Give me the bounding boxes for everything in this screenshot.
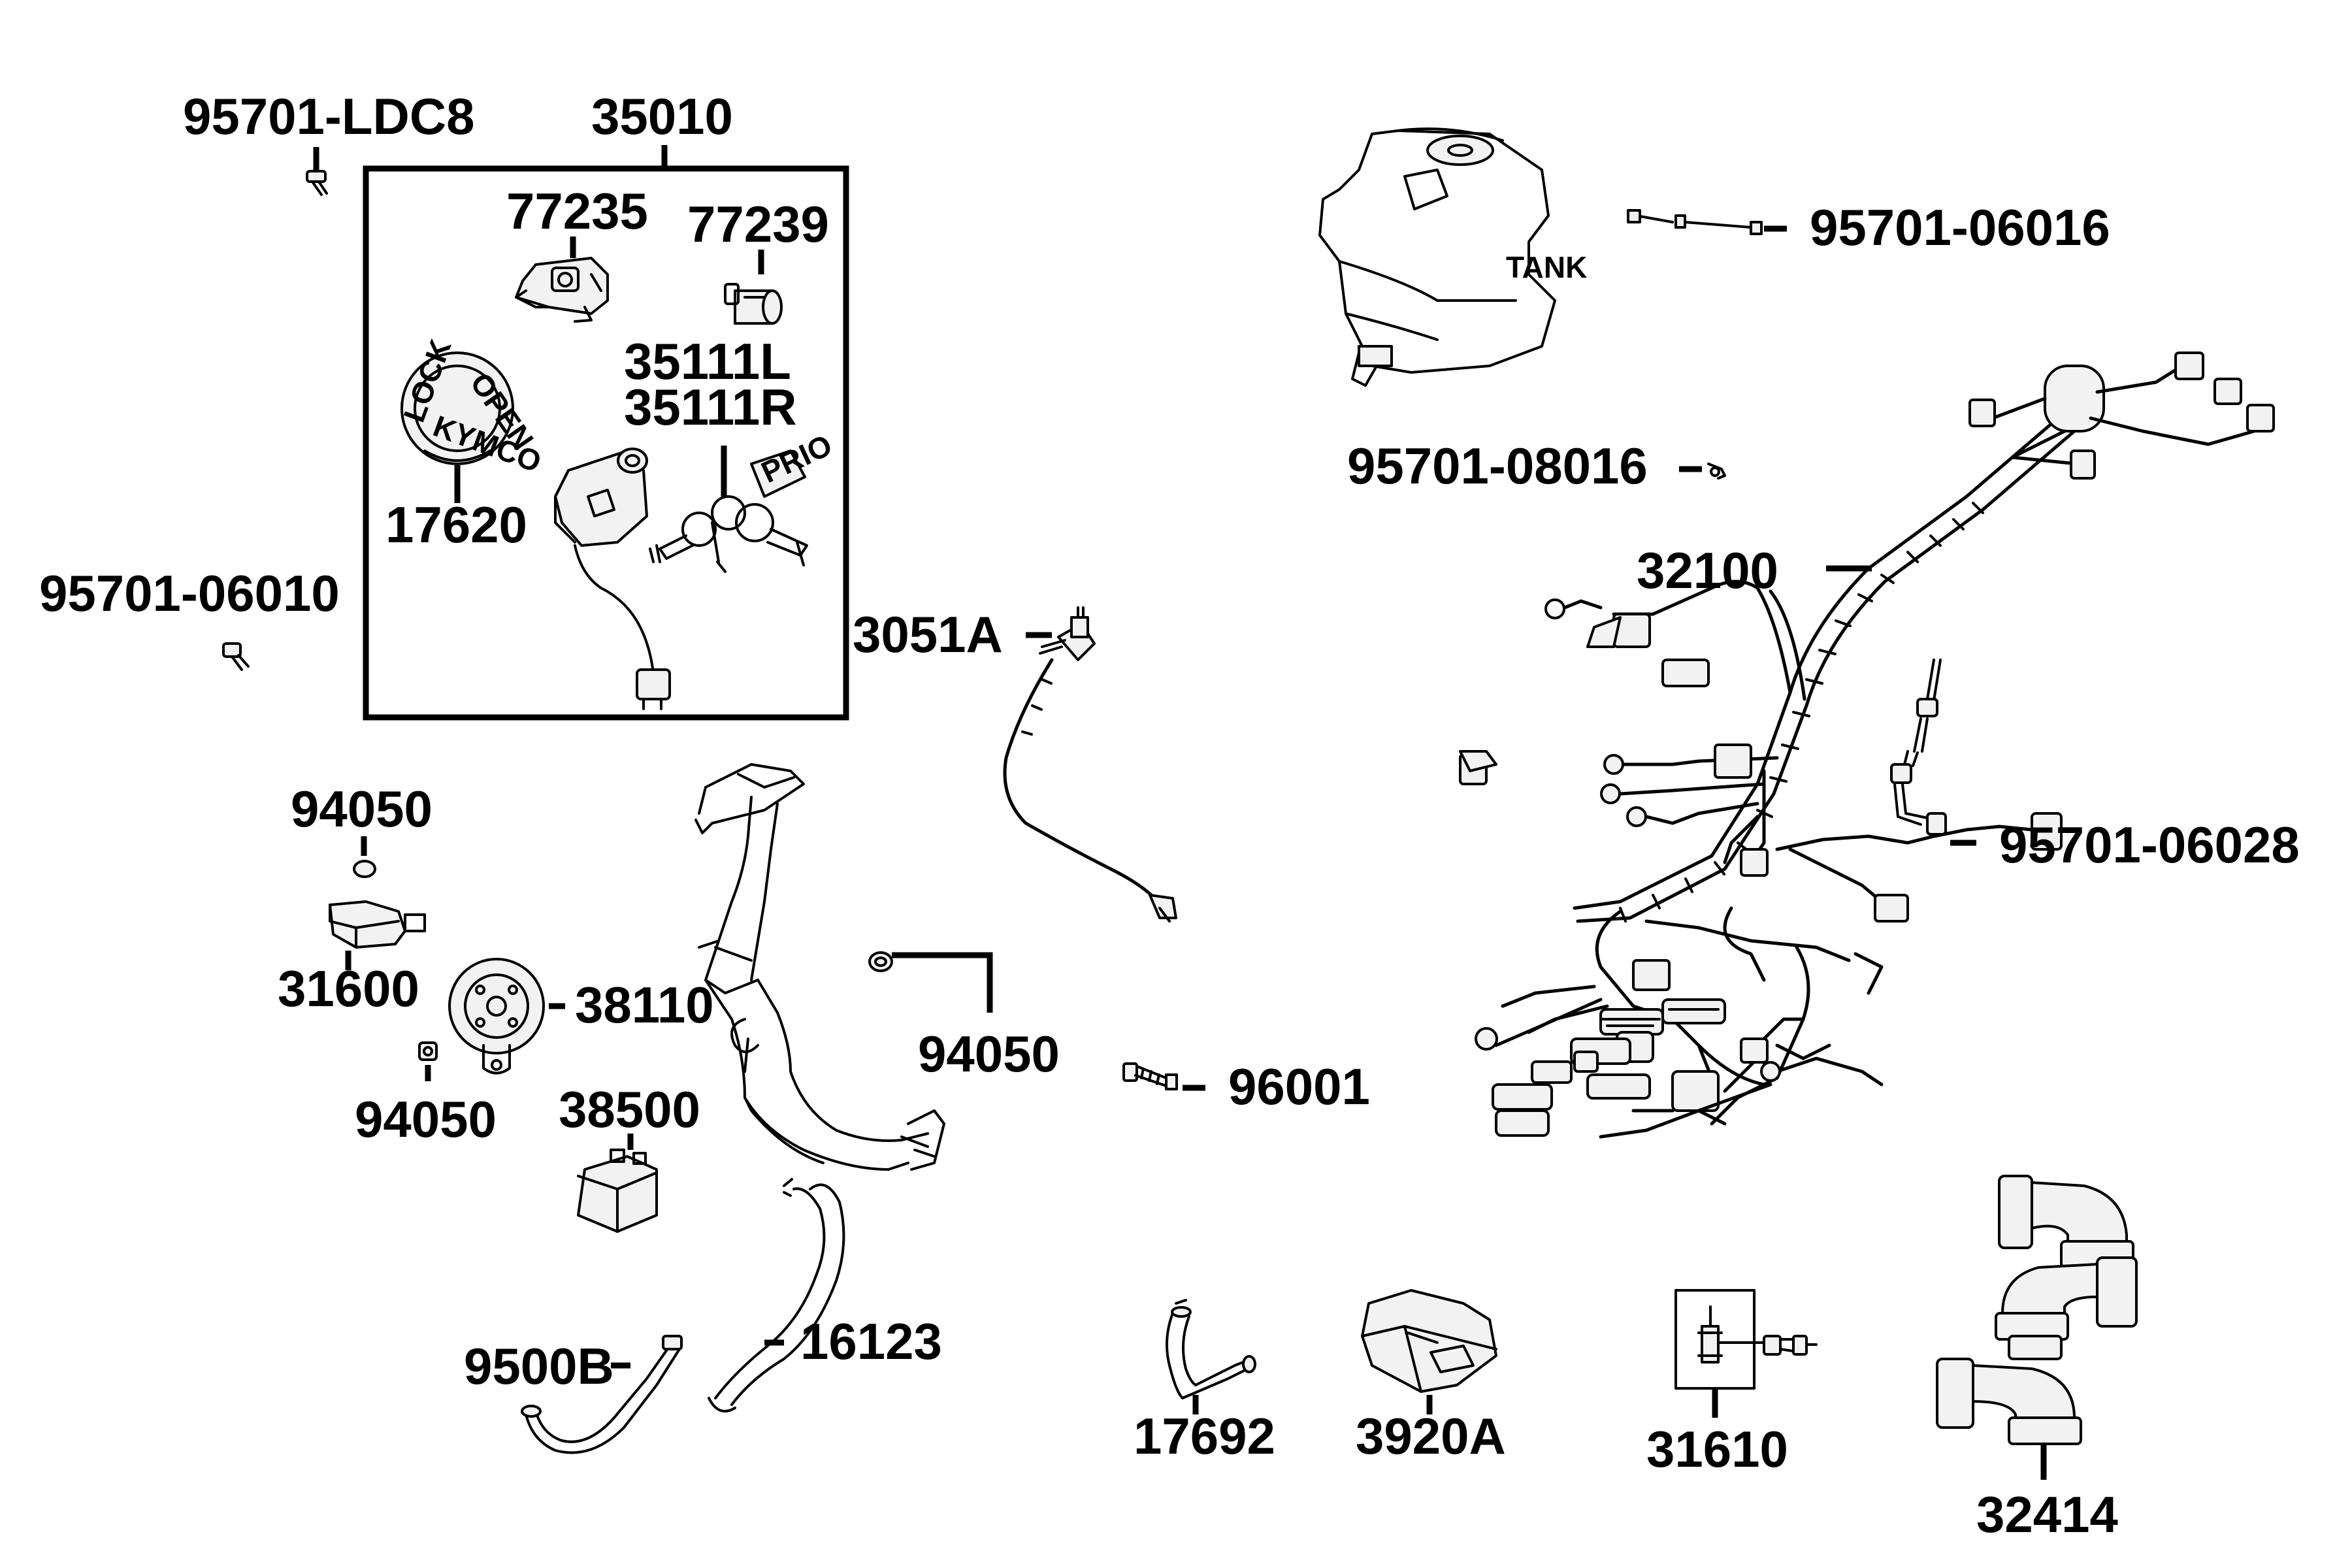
svg-text:35111R: 35111R	[624, 378, 797, 436]
svg-text:94050: 94050	[918, 1025, 1060, 1083]
svg-text:9500B: 9500B	[464, 1337, 614, 1395]
svg-text:3920A: 3920A	[1356, 1407, 1506, 1465]
svg-text:35111L: 35111L	[624, 333, 791, 390]
switch-3051a-drawing	[1003, 606, 1177, 923]
svg-text:31610: 31610	[1646, 1420, 1788, 1478]
label-32100[interactable]: 32100	[1637, 542, 1872, 599]
svg-text:38110: 38110	[575, 976, 714, 1034]
label-38110[interactable]: 38110	[549, 976, 714, 1034]
svg-text:17692: 17692	[1134, 1407, 1275, 1465]
svg-text:77235: 77235	[506, 182, 648, 240]
svg-text:31600: 31600	[278, 960, 419, 1017]
nut-94050-top-drawing	[353, 860, 376, 878]
label-32414[interactable]: 32414	[1976, 1444, 2118, 1543]
label-95701-08016[interactable]: 95701-08016	[1347, 437, 1702, 495]
tank-drawing	[1318, 127, 1556, 387]
svg-text:95701-06010: 95701-06010	[39, 564, 340, 622]
label-94050-top[interactable]: 94050	[291, 780, 433, 856]
svg-text:16123: 16123	[800, 1313, 942, 1370]
cover-17620-drawing: LOCK OPEN KYMCO	[397, 335, 546, 479]
hoses-32414-drawing	[1936, 1175, 2138, 1445]
label-35111l[interactable]: 35111L	[624, 333, 791, 390]
frame-bracket-drawing	[694, 763, 945, 1171]
relay-38500-drawing	[577, 1149, 658, 1233]
label-96001[interactable]: 96001	[1183, 1058, 1370, 1115]
hose-16123-drawing	[708, 1178, 845, 1413]
label-35010[interactable]: 35010	[591, 88, 733, 169]
lock-cylinder-77239-drawing	[724, 283, 783, 325]
horn-38110-drawing	[448, 958, 545, 1075]
label-95701-ldc8[interactable]: 95701-LDC8	[183, 88, 475, 171]
svg-text:96001: 96001	[1228, 1058, 1370, 1115]
label-95701-06028[interactable]: 95701-06028	[1950, 816, 2300, 874]
bolt-96001-drawing	[1122, 1062, 1178, 1090]
clip-95701-08016-drawing	[1707, 463, 1726, 480]
label-16123[interactable]: 16123	[764, 1313, 942, 1370]
label-31610[interactable]: 31610	[1646, 1388, 1788, 1478]
svg-text:95701-06016: 95701-06016	[1810, 199, 2110, 256]
bolt-95701-ldc8-drawing	[306, 170, 328, 196]
svg-text:95701-LDC8: 95701-LDC8	[183, 88, 475, 145]
bolt-95701-06010-drawing	[222, 642, 250, 671]
relay-31600-drawing	[329, 900, 426, 949]
label-3051a[interactable]: 3051A	[853, 606, 1052, 663]
label-95701-06016[interactable]: 95701-06016	[1764, 199, 2110, 256]
label-95701-06010[interactable]: 95701-06010	[39, 564, 340, 622]
ignition-switch-drawing	[554, 448, 671, 710]
svg-text:38500: 38500	[559, 1081, 700, 1138]
svg-text:95701-06028: 95701-06028	[1999, 816, 2300, 874]
svg-text:94050: 94050	[355, 1090, 497, 1148]
label-35111r[interactable]: 35111R	[624, 378, 797, 497]
label-3920a[interactable]: 3920A	[1356, 1395, 1506, 1465]
svg-text:32414: 32414	[1976, 1486, 2118, 1543]
key-set-box	[363, 165, 849, 721]
keys-35111-drawing: PRIO	[649, 427, 837, 573]
label-94050-bottom[interactable]: 94050	[355, 1065, 497, 1148]
label-77239[interactable]: 77239	[687, 195, 829, 274]
hose-17692-drawing	[1166, 1299, 1256, 1399]
label-17692[interactable]: 17692	[1134, 1395, 1275, 1465]
svg-text:95701-08016: 95701-08016	[1347, 437, 1648, 495]
nut-94050-bottom-drawing	[418, 1041, 438, 1061]
svg-text:94050: 94050	[291, 780, 433, 838]
cdi-3920a-drawing	[1361, 1289, 1497, 1393]
hose-9500b-drawing	[521, 1335, 683, 1454]
label-31600[interactable]: 31600	[278, 951, 419, 1017]
bolts-95701-06016-drawing	[1627, 209, 1763, 235]
svg-text:3051A: 3051A	[853, 606, 1003, 663]
label-9500b[interactable]: 9500B	[464, 1337, 630, 1395]
label-tank[interactable]: TANK	[1506, 250, 1587, 284]
nut-94050-middle-drawing	[868, 951, 893, 972]
label-38500[interactable]: 38500	[559, 1081, 700, 1150]
label-17620[interactable]: 17620	[385, 465, 527, 553]
svg-text:77239: 77239	[687, 195, 829, 253]
label-77235[interactable]: 77235	[506, 182, 648, 258]
svg-text:17620: 17620	[385, 496, 527, 553]
latch-77235-drawing	[515, 257, 609, 323]
label-94050-middle[interactable]: 94050	[892, 952, 1060, 1083]
svg-text:35010: 35010	[591, 88, 733, 145]
wire-harness-32100-drawing	[1459, 351, 2275, 1139]
bolts-95701-06028-drawing	[1890, 659, 1947, 836]
sensor-31610-drawing	[1674, 1289, 1818, 1390]
